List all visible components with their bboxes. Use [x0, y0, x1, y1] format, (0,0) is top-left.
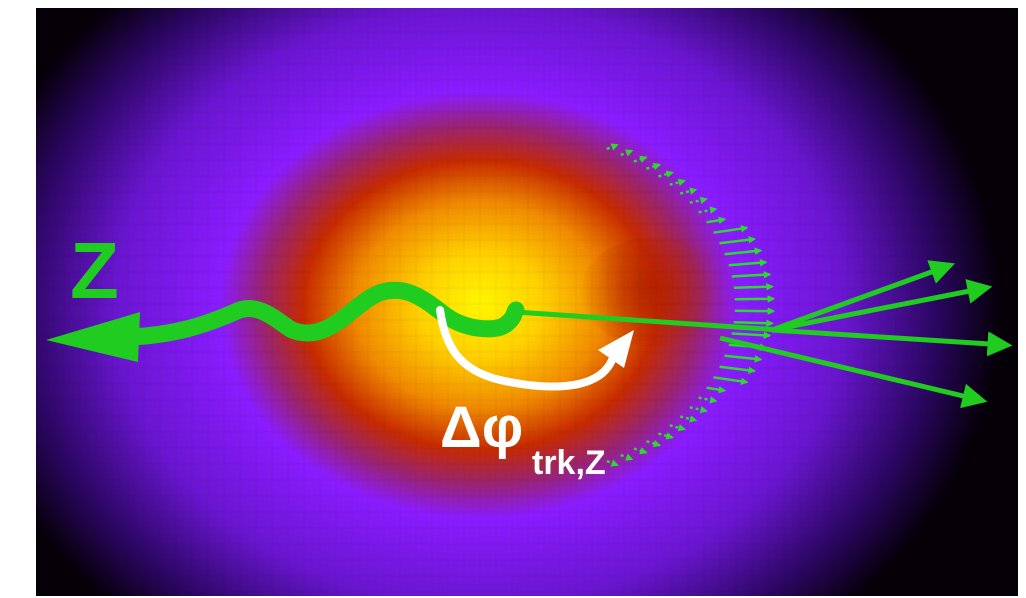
wake-arrow [658, 170, 674, 178]
wake-arrow [706, 216, 727, 224]
wake-arrow [733, 319, 774, 327]
wake-arrow [734, 307, 776, 315]
wake-arrow [646, 439, 662, 448]
z-boson-wavy-line [121, 281, 525, 346]
wake-arrow [679, 415, 698, 423]
z-boson-label: Z [70, 226, 119, 315]
wake-arrow [606, 459, 619, 467]
wake-arrow [633, 155, 648, 163]
wake-arrow [698, 206, 718, 214]
z-boson-arrowhead [46, 312, 140, 362]
track-4 [719, 335, 988, 409]
delta-phi-angle-arrow [436, 306, 616, 391]
wake-arrow [620, 453, 634, 461]
wake-arrow [706, 386, 727, 394]
wake-arrow [731, 270, 772, 279]
delta-phi-subscript: trk,Z [532, 444, 606, 482]
wake-arrow [606, 143, 619, 151]
delta-phi-arrowhead [598, 330, 634, 368]
delta-phi-label: Δφ [440, 395, 523, 460]
jet-tracks [515, 260, 1013, 409]
wake-arrow [658, 432, 674, 440]
wake-arrow [724, 247, 763, 256]
wake-arrow [620, 149, 634, 157]
wake-arrow [728, 259, 768, 267]
wake-arrow [669, 424, 686, 432]
wake-arrow [713, 376, 749, 386]
track-1 [771, 260, 956, 333]
pixel-grid-overlay [36, 8, 1018, 596]
wake-arrow [689, 405, 708, 414]
wake-arrow [713, 224, 749, 234]
wake-arrow [669, 178, 686, 186]
wake-arrow [734, 295, 776, 303]
wake-arrow [679, 187, 698, 195]
track-2 [771, 279, 993, 333]
track-3 [771, 327, 1013, 357]
wake-arrow [689, 196, 708, 205]
wake-arrow [719, 365, 756, 374]
wake-arrow [731, 331, 772, 340]
track-main [515, 309, 781, 333]
wake-arrow [733, 283, 774, 291]
wake-arrow [698, 396, 718, 404]
wake-arrow [724, 354, 763, 363]
wake-arrows [606, 143, 776, 467]
wake-arrow [646, 162, 662, 171]
wake-arrow [719, 236, 756, 245]
wake-arrow [633, 447, 648, 455]
